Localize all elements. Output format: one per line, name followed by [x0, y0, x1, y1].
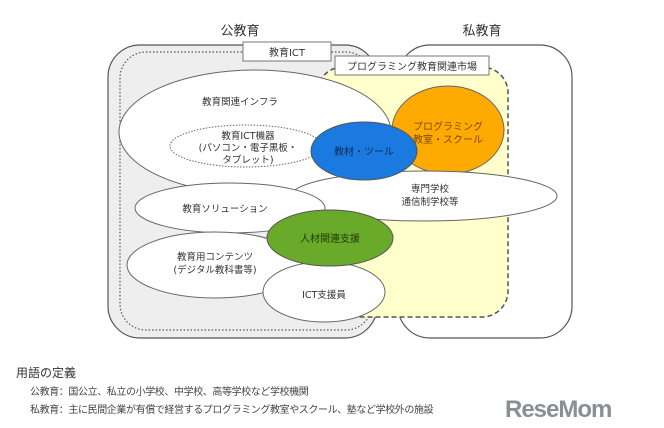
prog-school-label-2: 教室・スクール	[413, 133, 483, 146]
hr-support-ellipse	[266, 209, 394, 267]
edu-ict-label-box	[242, 41, 332, 62]
prog-market-label: プログラミング教育関連市場	[347, 60, 477, 73]
prog-school-label-1: プログラミング	[413, 120, 483, 133]
resemom-logo: ReseMom	[505, 396, 612, 423]
materials-ellipse	[310, 121, 418, 181]
infra-label: 教育関連インフラ	[202, 96, 278, 108]
definitions-title: 用語の定義	[16, 366, 77, 380]
ict-staff-label: ICT支援員	[302, 289, 346, 301]
ict-device-label-3: タブレット)	[222, 154, 273, 166]
prog-market-label-box	[334, 55, 490, 76]
public-education-label: 公教育	[220, 23, 259, 39]
definition-public: 公教育：国公立、私立の小学校、中学校、高等学校など学校機関	[30, 387, 309, 398]
materials-label: 教材・ツール	[334, 145, 394, 158]
solution-label: 教育ソリューション	[182, 203, 267, 215]
vocational-label-1: 専門学校	[411, 183, 450, 195]
ict-device-label-2: (パソコン・電子黒板・	[199, 142, 298, 154]
private-education-label: 私教育	[462, 23, 501, 39]
hr-support-label: 人材関連支援	[300, 232, 360, 245]
vocational-label-2: 通信制学校等	[401, 196, 459, 208]
ict-device-label-1: 教育ICT機器	[221, 130, 275, 142]
contents-label-1: 教育用コンテンツ	[177, 251, 253, 263]
contents-label-2: (デジタル教科書等)	[173, 264, 256, 276]
edu-ict-label: 教育ICT	[269, 46, 306, 59]
definition-private: 私教育：主に民間企業が有償で経営するプログラミング教室やスクール、塾など学校外の…	[30, 405, 434, 416]
